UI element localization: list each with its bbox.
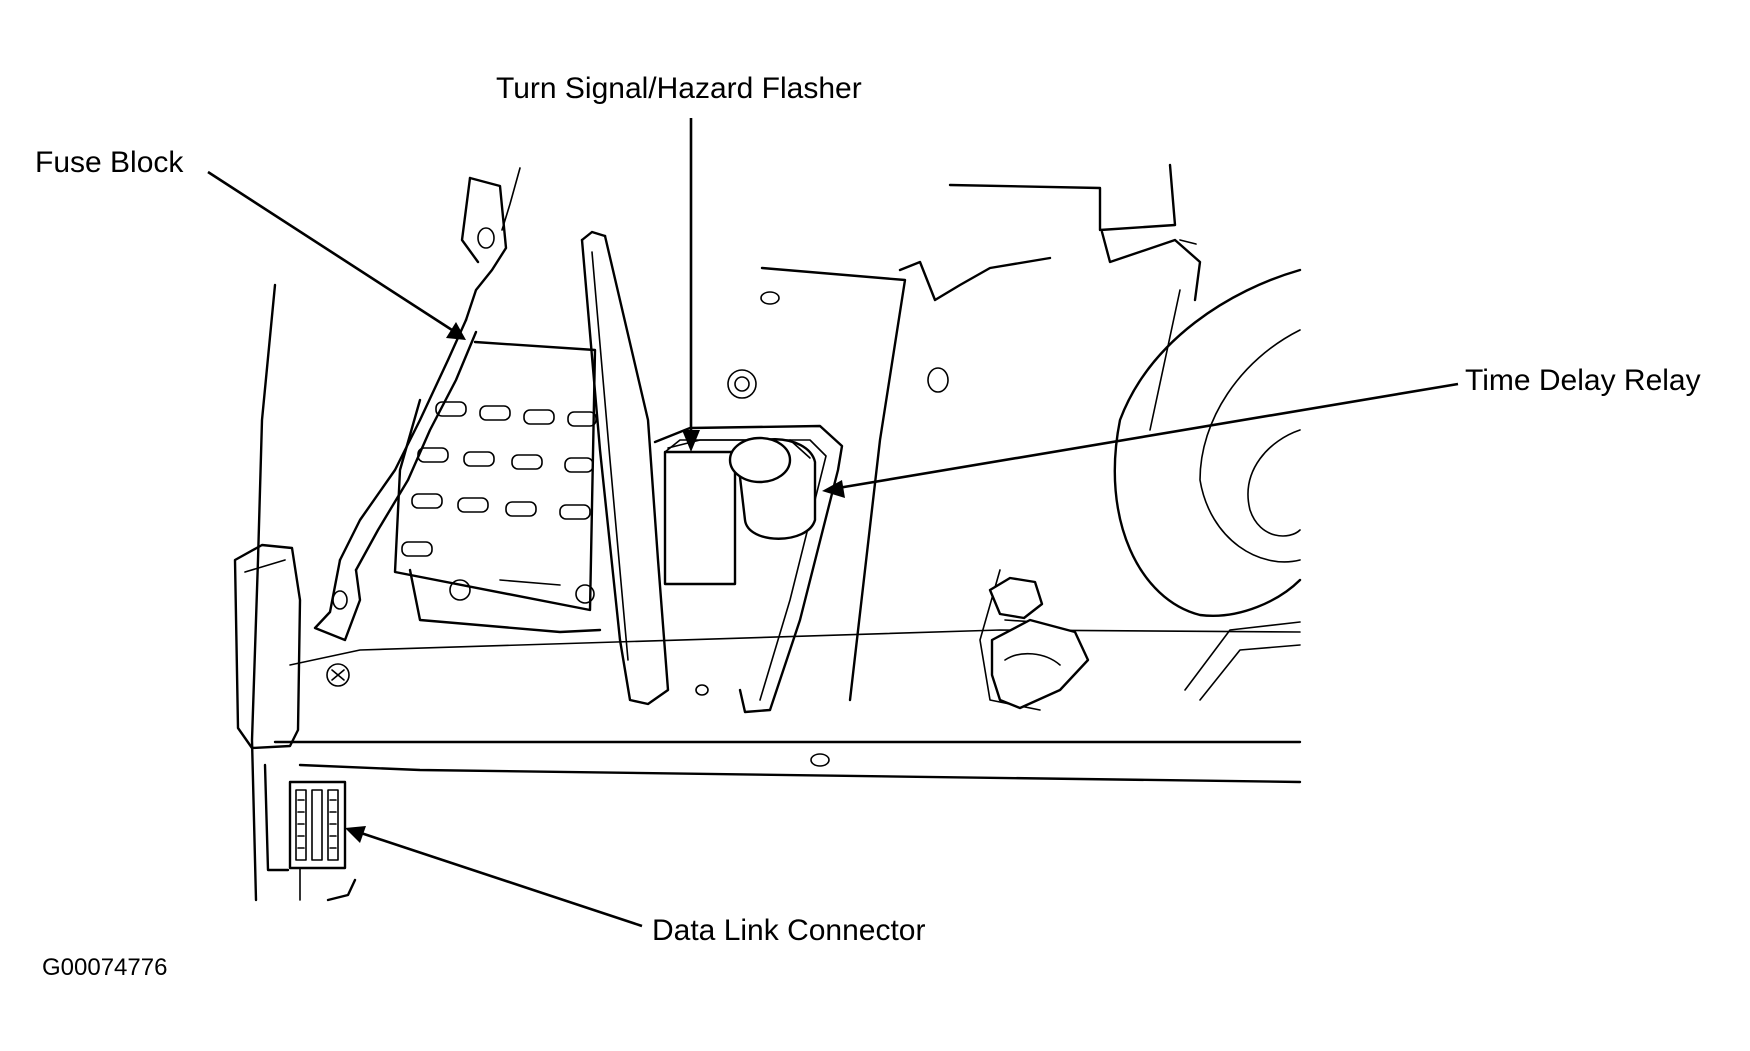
time-delay-relay-label: Time Delay Relay: [1465, 364, 1701, 397]
figure-code: G00074776: [42, 954, 168, 981]
fuse-block-leader: [207, 170, 453, 332]
turn-signal-flasher-label: Turn Signal/Hazard Flasher: [496, 72, 862, 105]
flasher-arrowhead: [682, 430, 700, 452]
bolt-and-nut: [988, 576, 1090, 710]
fuse-block: [393, 340, 602, 634]
fuse-block-label: Fuse Block: [35, 146, 184, 179]
lower-panel: [273, 629, 1302, 784]
center-bracket: [580, 230, 670, 706]
relay-leader: [837, 382, 1459, 490]
data-link-connector-label: Data Link Connector: [652, 914, 926, 947]
heater-housing: [948, 163, 1302, 711]
connector-arrowhead: [345, 826, 366, 843]
flasher-unit: [663, 369, 757, 586]
relay-arrowhead: [822, 480, 845, 498]
left-side-panel: [233, 283, 357, 902]
fuse-block-arrowhead: [446, 322, 466, 340]
data-link-connector: [263, 763, 347, 872]
leader-lines: [207, 118, 1459, 928]
connector-leader: [357, 830, 643, 928]
time-delay-relay: [728, 436, 817, 540]
fuse-slots: [401, 401, 597, 557]
